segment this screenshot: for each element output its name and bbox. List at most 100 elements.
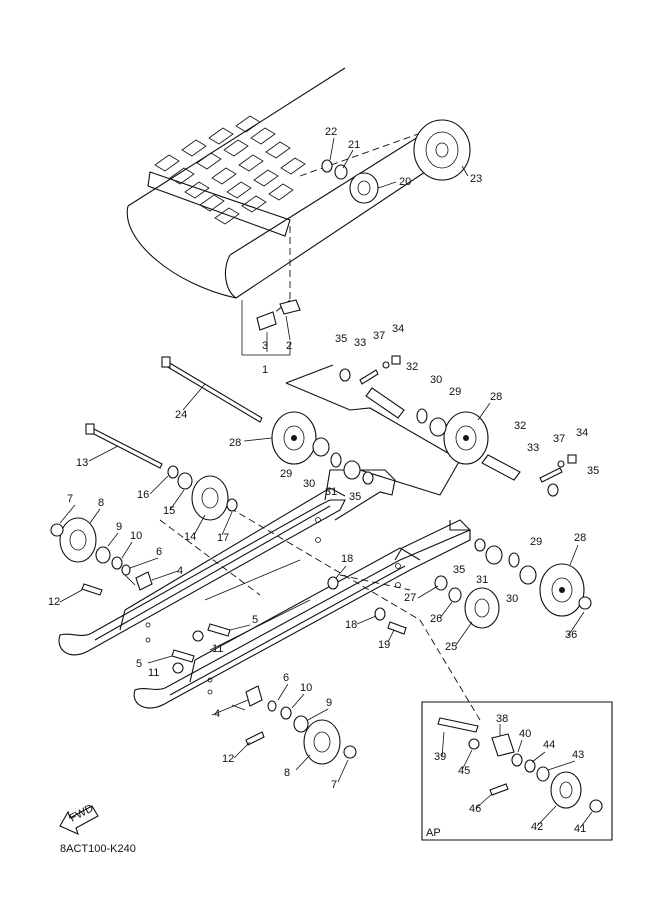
circlip-10-lower[interactable] [280,706,292,720]
washer-35-d[interactable] [547,483,559,497]
washer-35-b[interactable] [362,471,374,485]
bushing-29-upper[interactable] [429,417,447,437]
wheel-8-lower[interactable] [303,719,341,765]
callout-16: 16 [137,489,149,501]
bushing-9-lower[interactable] [293,715,309,733]
collar-21[interactable] [334,164,348,180]
callout-26: 26 [430,613,442,625]
circlip-30-right[interactable] [508,552,520,568]
washer-35-c[interactable] [474,538,486,552]
callout-4: 4 [177,565,183,577]
bracket-4-lower[interactable] [245,685,263,707]
nut-11-upper[interactable] [192,630,204,642]
fwd-arrow-icon: FWD [59,802,99,836]
clip-2[interactable] [279,299,301,315]
callout-37: 37 [373,330,385,342]
collar-40[interactable] [511,753,523,767]
wheel-28-left[interactable] [271,411,317,465]
circlip-44[interactable] [524,759,536,773]
collar-6-lower[interactable] [267,700,277,712]
bolt-5-upper[interactable] [207,623,231,637]
circlip-16[interactable] [167,465,179,479]
circlip-22[interactable] [321,159,333,173]
collar-18-lower[interactable] [374,607,386,621]
wheel-28-upper[interactable] [443,411,489,465]
callout-17: 17 [217,532,229,544]
bolt-46[interactable] [489,783,509,796]
callout-40: 40 [519,728,531,740]
spacer-20[interactable] [349,172,379,204]
collar-27[interactable] [434,575,448,591]
wheel-14[interactable] [191,475,229,521]
bolt-19[interactable] [387,621,407,635]
wheel-8-upper[interactable] [59,517,97,563]
wheel-42[interactable] [550,771,582,809]
front-axle-shaft-13[interactable] [85,423,163,469]
nut-7-lower[interactable] [343,745,357,759]
nut-41[interactable] [589,799,603,813]
callout-28: 28 [490,391,502,403]
bolt-33-lower[interactable] [539,467,563,483]
washer-35-a[interactable] [339,368,351,382]
callout-32: 32 [514,420,526,432]
nut-45[interactable] [468,738,480,750]
bushing-9-upper[interactable] [95,546,111,564]
bolt-5-lower[interactable] [171,649,195,663]
bracket-38[interactable] [491,733,515,757]
nut-11-lower[interactable] [172,662,184,674]
nut-36[interactable] [578,596,592,610]
diagram-code: 8ACT100-K240 [60,843,136,855]
collar-15[interactable] [177,472,193,490]
washer-37-upper[interactable] [382,361,390,369]
bolt-12-lower[interactable] [245,731,265,746]
bushing-29-left[interactable] [312,437,330,457]
callout-36: 36 [565,629,577,641]
wheel-25[interactable] [464,587,500,629]
bracket-4-upper[interactable] [135,571,153,591]
callout-1: 1 [262,364,268,376]
bushing-43[interactable] [536,766,550,782]
nut-34-upper[interactable] [391,355,401,365]
slide-rail-right [133,519,471,709]
callout-labels: 1 2 3 4 4 5 5 6 6 7 7 8 8 9 9 10 10 11 1… [48,126,599,835]
callout-10: 10 [130,530,142,542]
callout-25: 25 [445,641,457,653]
callout-7: 7 [331,779,337,791]
callout-35: 35 [349,491,361,503]
callout-4: 4 [214,708,220,720]
collar-32-upper[interactable] [365,387,405,419]
collar-6-upper[interactable] [121,564,131,576]
bolt-39[interactable] [437,717,479,733]
wheel-28-right[interactable] [539,563,585,617]
circlip-30-left[interactable] [330,452,342,468]
callout-7: 7 [67,493,73,505]
callout-2: 2 [286,340,292,352]
callout-33: 33 [354,337,366,349]
callout-29: 29 [449,386,461,398]
rear-axle-shaft-24[interactable] [161,356,263,423]
circlip-30-upper[interactable] [416,408,428,424]
callout-8: 8 [98,497,104,509]
bolt-12-upper[interactable] [81,583,103,596]
idler-wheel-23[interactable] [413,119,471,181]
bolt-33-upper[interactable] [359,369,379,385]
callout-22: 22 [325,126,337,138]
bushing-29-right[interactable] [519,565,537,585]
callout-28: 28 [574,532,586,544]
nut-34-lower[interactable] [567,454,577,464]
callout-8: 8 [284,767,290,779]
circlip-10-upper[interactable] [111,556,123,570]
callout-30: 30 [303,478,315,490]
nut-7-upper[interactable] [50,523,64,537]
callout-45: 45 [458,765,470,777]
collar-31-right[interactable] [485,545,503,565]
clip-3[interactable] [256,311,277,331]
callout-27: 27 [404,592,416,604]
washer-37-lower[interactable] [557,460,565,468]
collar-31-left[interactable] [343,460,361,480]
circlip-26[interactable] [448,587,462,603]
small-parts [50,355,592,759]
circlip-17[interactable] [226,498,238,512]
collar-32-lower[interactable] [481,454,521,481]
collar-18-upper[interactable] [327,576,339,590]
